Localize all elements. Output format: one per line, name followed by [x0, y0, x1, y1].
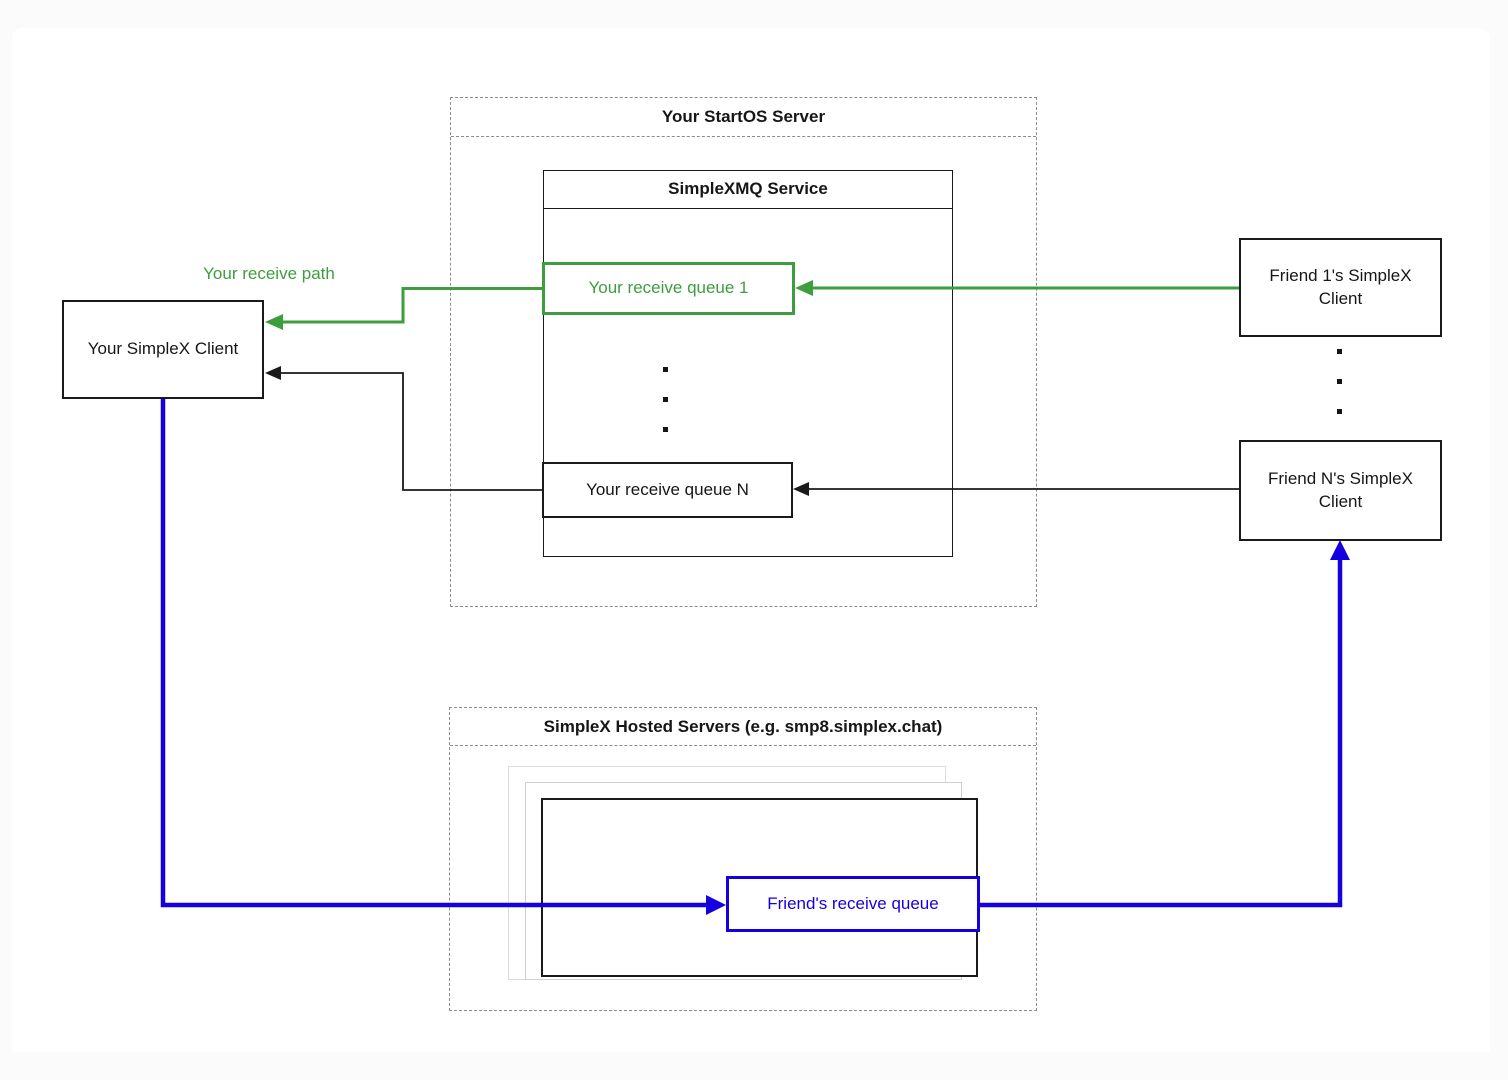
ellipsis-dot: [663, 427, 668, 432]
friends-receive-queue-box: Friend's receive queue: [726, 876, 980, 932]
your-receive-path-label: Your receive path: [203, 264, 335, 283]
startos-server-group-title: Your StartOS Server: [451, 98, 1036, 137]
friend-n-simplex-client-box: Friend N's SimpleX Client: [1239, 440, 1442, 541]
queues-vertical-ellipsis-icon: [663, 367, 668, 432]
ellipsis-dot: [663, 397, 668, 402]
your-simplex-client-box: Your SimpleX Client: [62, 300, 264, 399]
simplexmq-service-title: SimpleXMQ Service: [544, 171, 952, 209]
friends-vertical-ellipsis-icon: [1337, 349, 1342, 414]
startos-server-group: Your StartOS Server: [450, 97, 1037, 607]
ellipsis-dot: [1337, 409, 1342, 414]
green-arrowhead-into-client: [265, 314, 283, 330]
friend-1-simplex-client-box: Friend 1's SimpleX Client: [1239, 238, 1442, 337]
hosted-servers-group-title: SimpleX Hosted Servers (e.g. smp8.simple…: [450, 708, 1036, 746]
ellipsis-dot: [1337, 379, 1342, 384]
ellipsis-dot: [663, 367, 668, 372]
ellipsis-dot: [1337, 349, 1342, 354]
your-receive-queue-1-box: Your receive queue 1: [542, 262, 795, 315]
black-arrowhead-into-client: [265, 366, 281, 380]
blue-arrowhead-into-friendn: [1330, 540, 1350, 560]
diagram-canvas: Your StartOS Server SimpleXMQ Service Yo…: [12, 28, 1490, 1052]
your-receive-queue-n-box: Your receive queue N: [542, 462, 793, 518]
